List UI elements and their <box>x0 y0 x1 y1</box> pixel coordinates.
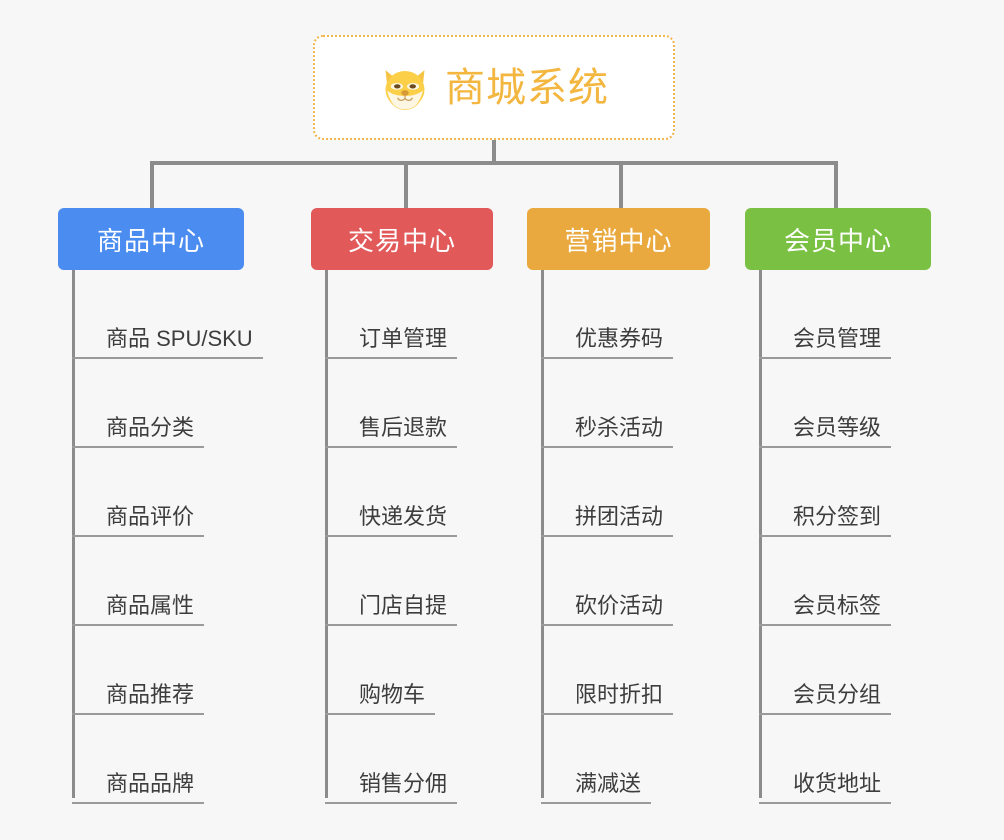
leaf-item-label: 会员等级 <box>759 415 892 448</box>
leaf-item[interactable]: 商品分类 <box>72 359 263 448</box>
leaf-item[interactable]: 订单管理 <box>325 270 458 359</box>
leaf-item[interactable]: 购物车 <box>325 626 457 715</box>
leaf-item-label: 收货地址 <box>759 771 892 804</box>
leaf-item[interactable]: 商品属性 <box>72 537 263 626</box>
leaf-item[interactable]: 收货地址 <box>759 715 892 804</box>
leaf-item-label: 砍价活动 <box>541 593 674 626</box>
leaf-item[interactable]: 商品推荐 <box>72 626 263 715</box>
leaf-list-marketing-center: 优惠券码秒杀活动拼团活动砍价活动限时折扣满减送 <box>541 270 674 804</box>
leaf-item-label: 拼团活动 <box>541 504 674 537</box>
category-column-member-center: 会员中心会员管理会员等级积分签到会员标签会员分组收货地址 <box>745 208 931 804</box>
category-header-label: 交易中心 <box>347 225 456 256</box>
category-header-marketing-center[interactable]: 营销中心 <box>527 208 710 270</box>
connector-drop-1 <box>150 161 154 208</box>
category-header-label: 会员中心 <box>783 225 892 256</box>
leaf-rail-trade-center <box>325 270 328 798</box>
leaf-item-label: 会员标签 <box>759 593 892 626</box>
leaf-item[interactable]: 商品 SPU/SKU <box>72 270 263 359</box>
leaf-item-label: 满减送 <box>541 771 652 804</box>
root-node[interactable]: 商城系统 <box>313 35 675 140</box>
leaf-item-label: 限时折扣 <box>541 682 674 715</box>
leaf-rail-member-center <box>759 270 762 798</box>
category-column-product-center: 商品中心商品 SPU/SKU 商品分类商品评价商品属性商品推荐商品品牌 <box>58 208 263 804</box>
leaf-item[interactable]: 售后退款 <box>325 359 458 448</box>
category-header-trade-center[interactable]: 交易中心 <box>311 208 493 270</box>
category-header-label: 商品中心 <box>96 225 205 256</box>
leaf-item-label: 商品 SPU/SKU <box>72 326 263 359</box>
leaf-item-label: 快递发货 <box>325 504 458 537</box>
leaf-item[interactable]: 销售分佣 <box>325 715 458 804</box>
leaf-list-trade-center: 订单管理售后退款快递发货门店自提购物车销售分佣 <box>325 270 458 804</box>
leaf-item[interactable]: 商品评价 <box>72 448 263 537</box>
leaf-item-label: 销售分佣 <box>325 771 458 804</box>
leaf-item[interactable]: 会员标签 <box>759 537 892 626</box>
leaf-list-member-center: 会员管理会员等级积分签到会员标签会员分组收货地址 <box>759 270 892 804</box>
leaf-item-label: 会员分组 <box>759 682 892 715</box>
leaf-item[interactable]: 砍价活动 <box>541 537 674 626</box>
leaf-item-label: 订单管理 <box>325 326 458 359</box>
leaf-item[interactable]: 门店自提 <box>325 537 458 626</box>
connector-root-stem <box>492 140 496 164</box>
leaf-item-label: 门店自提 <box>325 593 458 626</box>
leaf-item-label: 商品品牌 <box>72 771 205 804</box>
connector-drop-4 <box>834 161 838 208</box>
connector-drop-3 <box>619 161 623 208</box>
leaf-rail-product-center <box>72 270 75 798</box>
leaf-rail-marketing-center <box>541 270 544 798</box>
shiba-dog-icon <box>379 62 431 114</box>
connector-horizontal-bar <box>150 161 838 165</box>
leaf-item-label: 优惠券码 <box>541 326 674 359</box>
leaf-item[interactable]: 快递发货 <box>325 448 458 537</box>
leaf-item[interactable]: 积分签到 <box>759 448 892 537</box>
leaf-item-label: 商品属性 <box>72 593 205 626</box>
leaf-item-label: 购物车 <box>325 682 436 715</box>
leaf-item-label: 会员管理 <box>759 326 892 359</box>
leaf-list-product-center: 商品 SPU/SKU 商品分类商品评价商品属性商品推荐商品品牌 <box>72 270 263 804</box>
leaf-item-label: 商品分类 <box>72 415 205 448</box>
category-header-member-center[interactable]: 会员中心 <box>745 208 931 270</box>
leaf-item[interactable]: 会员等级 <box>759 359 892 448</box>
leaf-item[interactable]: 商品品牌 <box>72 715 263 804</box>
leaf-item-label: 秒杀活动 <box>541 415 674 448</box>
leaf-item[interactable]: 优惠券码 <box>541 270 674 359</box>
connector-drop-2 <box>404 161 408 208</box>
category-header-product-center[interactable]: 商品中心 <box>58 208 244 270</box>
leaf-item[interactable]: 秒杀活动 <box>541 359 674 448</box>
leaf-item[interactable]: 限时折扣 <box>541 626 674 715</box>
leaf-item-label: 商品评价 <box>72 504 205 537</box>
leaf-item-label: 售后退款 <box>325 415 458 448</box>
leaf-item-label: 积分签到 <box>759 504 892 537</box>
root-title: 商城系统 <box>445 65 609 110</box>
leaf-item[interactable]: 会员分组 <box>759 626 892 715</box>
leaf-item[interactable]: 满减送 <box>541 715 673 804</box>
leaf-item[interactable]: 会员管理 <box>759 270 892 359</box>
category-column-marketing-center: 营销中心优惠券码秒杀活动拼团活动砍价活动限时折扣满减送 <box>527 208 710 804</box>
category-header-label: 营销中心 <box>564 225 673 256</box>
category-column-trade-center: 交易中心订单管理售后退款快递发货门店自提购物车销售分佣 <box>311 208 493 804</box>
leaf-item[interactable]: 拼团活动 <box>541 448 674 537</box>
leaf-item-label: 商品推荐 <box>72 682 205 715</box>
